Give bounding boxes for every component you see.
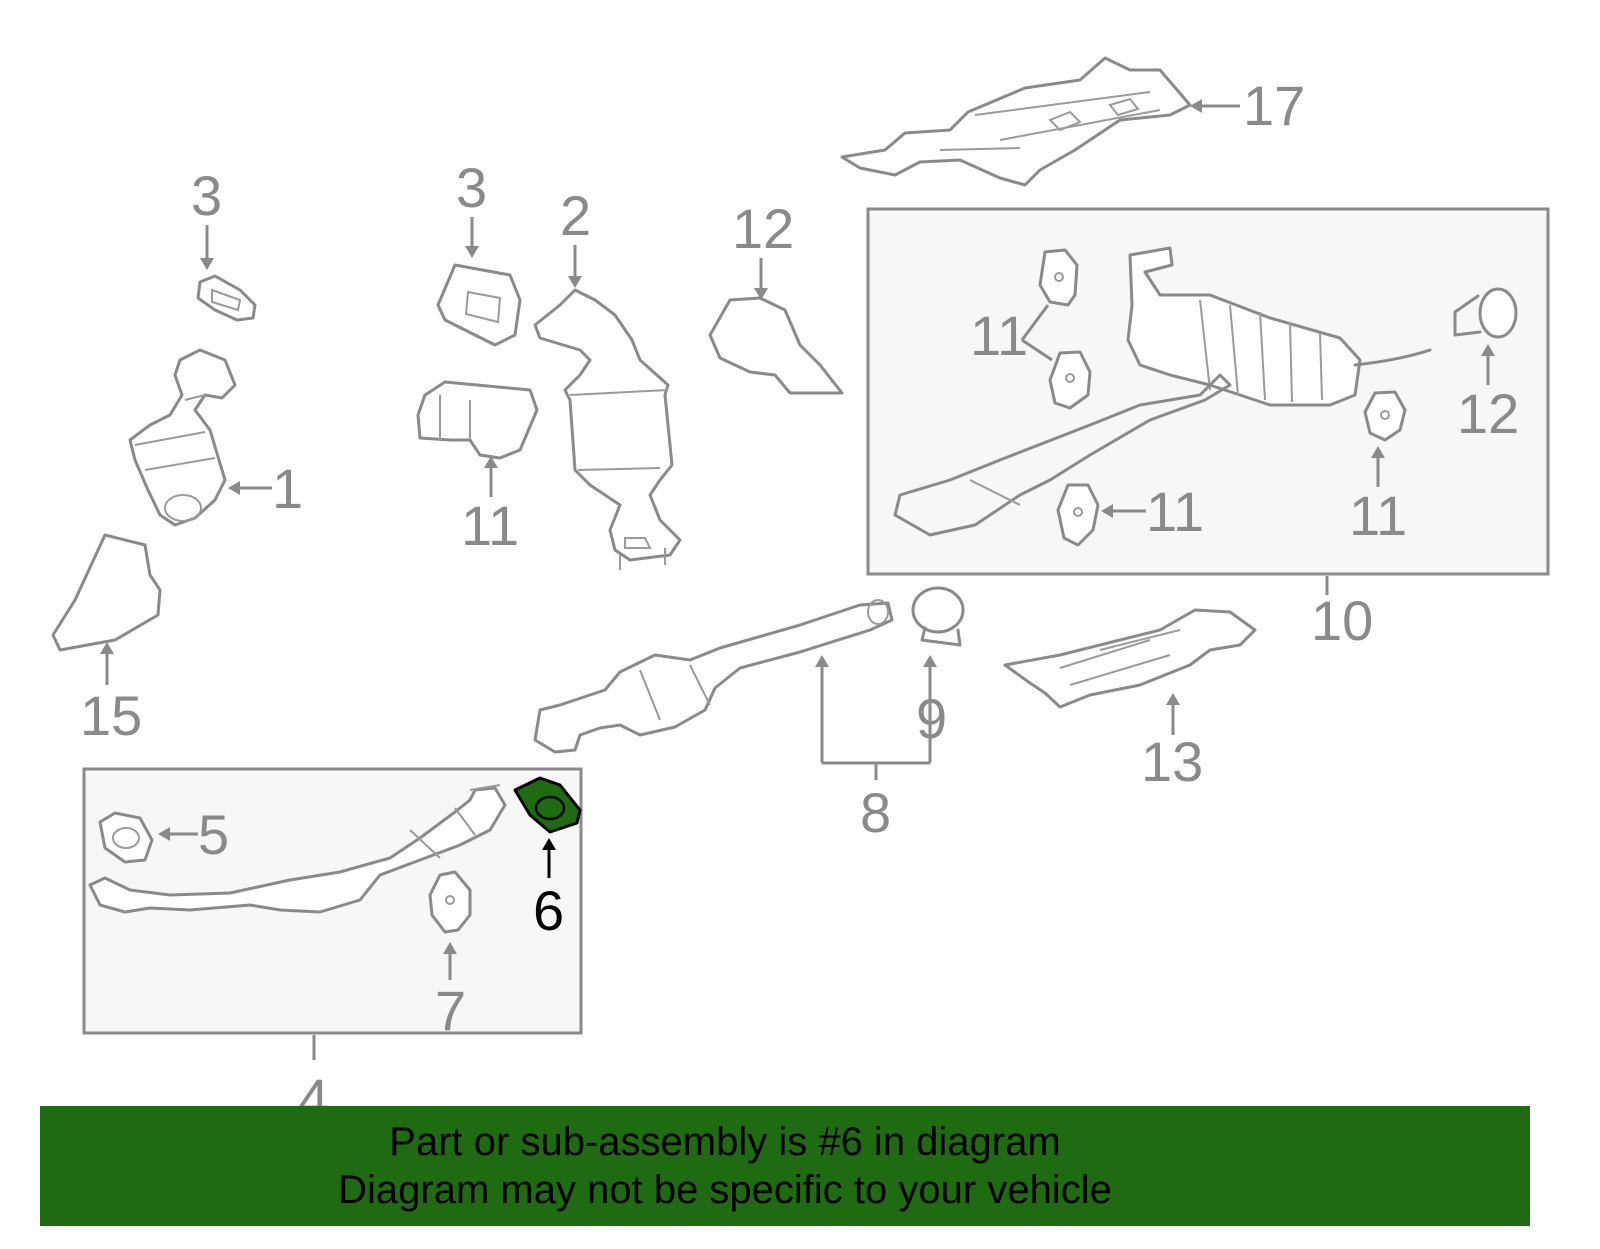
callout-13: 15: [80, 642, 142, 747]
svg-text:17: 17: [1243, 74, 1305, 137]
part-16-heat-shield[interactable]: [1003, 608, 1257, 709]
part-11-hanger-d[interactable]: [1056, 483, 1100, 547]
callout-11-upper: 11: [970, 304, 1053, 367]
callout-2: 2: [560, 184, 591, 288]
part-11-hanger-c[interactable]: [1363, 390, 1407, 442]
svg-text:12: 12: [732, 197, 794, 260]
part-5-gasket[interactable]: [98, 811, 154, 864]
banner-line-2: Diagram may not be specific to your vehi…: [338, 1168, 1112, 1212]
svg-text:15: 15: [80, 684, 142, 747]
part-info-banner: Part or sub-assembly is #6 in diagram Di…: [40, 1106, 1530, 1226]
part-6-gasket-shape[interactable]: [513, 776, 582, 834]
svg-text:8: 8: [860, 781, 891, 844]
svg-text:9: 9: [916, 687, 947, 750]
callout-12: 12: [1457, 344, 1519, 445]
part-9-clamp[interactable]: [911, 586, 965, 647]
callout-3-center: 3: [456, 156, 487, 258]
callout-16: 13: [1141, 693, 1203, 793]
svg-text:11: 11: [1349, 484, 1407, 547]
svg-text:3: 3: [191, 164, 222, 227]
part-2-manifold-converter[interactable]: [533, 288, 682, 570]
callout-6: 6: [533, 838, 564, 942]
svg-text:11: 11: [1146, 480, 1204, 543]
part-11-hanger-a[interactable]: [1038, 248, 1079, 307]
callout-14: 11: [461, 456, 519, 557]
callout-5: 5: [158, 803, 229, 866]
svg-text:2: 2: [560, 184, 591, 247]
svg-text:6: 6: [533, 879, 564, 942]
part-17-heat-shield[interactable]: [840, 56, 1192, 187]
part-13-heat-shield[interactable]: [51, 533, 162, 652]
callout-9: 9: [916, 687, 947, 750]
callout-1: 1: [228, 457, 303, 520]
part-3-gasket-center[interactable]: [436, 263, 522, 347]
svg-text:13: 13: [1141, 730, 1203, 793]
part-7-hanger[interactable]: [428, 870, 472, 934]
part-14-bracket[interactable]: [416, 380, 539, 460]
callout-3-left: 3: [191, 164, 222, 270]
part-1-manifold-converter[interactable]: [128, 348, 237, 527]
callout-8: 8: [815, 655, 937, 844]
part-8-intermediate-pipe[interactable]: [533, 599, 894, 754]
svg-text:3: 3: [456, 156, 487, 219]
part-11-hanger-b[interactable]: [1048, 350, 1092, 410]
part-10-muffler-assembly[interactable]: [893, 246, 1432, 537]
group-box-10: [866, 207, 1550, 576]
svg-text:11: 11: [461, 494, 519, 557]
part-6-gasket-highlighted[interactable]: [513, 776, 582, 834]
svg-text:11: 11: [970, 304, 1028, 367]
svg-text:12: 12: [1457, 382, 1519, 445]
svg-text:1: 1: [272, 457, 303, 520]
callout-11-right: 11: [1349, 446, 1407, 547]
callout-17: 17: [1190, 74, 1305, 137]
svg-text:7: 7: [435, 979, 466, 1042]
callout-11-lower: 11: [1101, 480, 1204, 543]
part-12-tailpipe-tip[interactable]: [1453, 287, 1518, 339]
callout-7: 7: [435, 942, 466, 1042]
part-15-heat-shield[interactable]: [708, 296, 844, 395]
part-3-gasket-left[interactable]: [196, 274, 257, 322]
part-4-front-pipe[interactable]: [88, 784, 507, 914]
banner-line-1: Part or sub-assembly is #6 in diagram: [389, 1120, 1061, 1164]
svg-text:5: 5: [198, 803, 229, 866]
callout-10: 10: [1311, 576, 1373, 652]
callout-15: 12: [732, 197, 794, 300]
svg-text:10: 10: [1311, 589, 1373, 652]
